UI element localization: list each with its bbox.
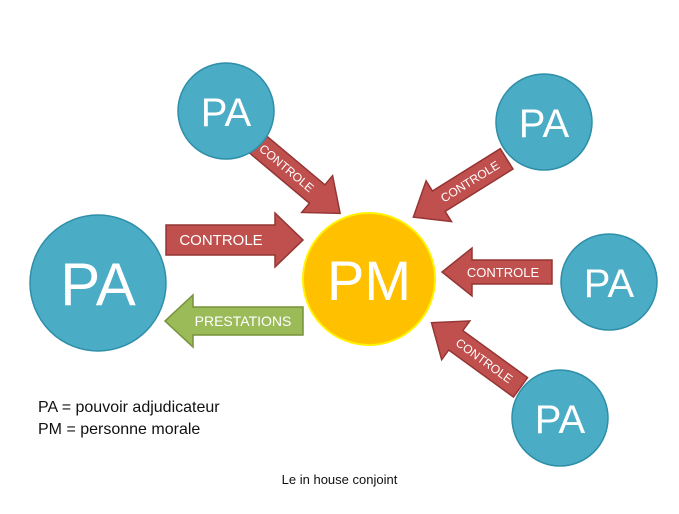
pa-node-left: PA bbox=[29, 214, 167, 352]
svg-text:PM: PM bbox=[327, 249, 411, 312]
svg-text:PA: PA bbox=[584, 262, 635, 306]
legend-pm-definition: PM = personne morale bbox=[38, 421, 201, 438]
prestations-label: PRESTATIONS bbox=[195, 313, 292, 329]
control-arrow-left: CONTROLE bbox=[165, 211, 305, 269]
prestations-arrow: PRESTATIONS bbox=[163, 293, 304, 349]
control-arrow-bottom-right: CONTROLE bbox=[430, 320, 529, 399]
caption: Le in house conjoint bbox=[281, 472, 398, 487]
control-label-right: CONTROLE bbox=[467, 265, 540, 280]
svg-text:PA: PA bbox=[201, 91, 252, 135]
legend: PA = pouvoir adjudicateur PM = personne … bbox=[38, 397, 220, 441]
control-label-bottom-right: CONTROLE bbox=[453, 336, 515, 387]
legend-pa-definition: PA = pouvoir adjudicateur bbox=[38, 399, 220, 416]
pa-node-right: PA bbox=[560, 233, 658, 331]
control-label-top-left: CONTROLE bbox=[256, 142, 316, 196]
control-label-left: CONTROLE bbox=[179, 232, 262, 249]
svg-text:PA: PA bbox=[519, 102, 570, 146]
control-arrow-right: CONTROLE bbox=[440, 246, 553, 298]
svg-text:PA: PA bbox=[535, 398, 586, 442]
pa-node-top-right: PA bbox=[495, 73, 593, 171]
svg-text:PA: PA bbox=[60, 251, 136, 318]
pm-node: PM bbox=[302, 212, 436, 346]
pa-node-bottom-right: PA bbox=[511, 369, 609, 467]
pa-node-top-left: PA bbox=[177, 62, 275, 160]
control-arrow-top-right: CONTROLE bbox=[412, 147, 515, 223]
